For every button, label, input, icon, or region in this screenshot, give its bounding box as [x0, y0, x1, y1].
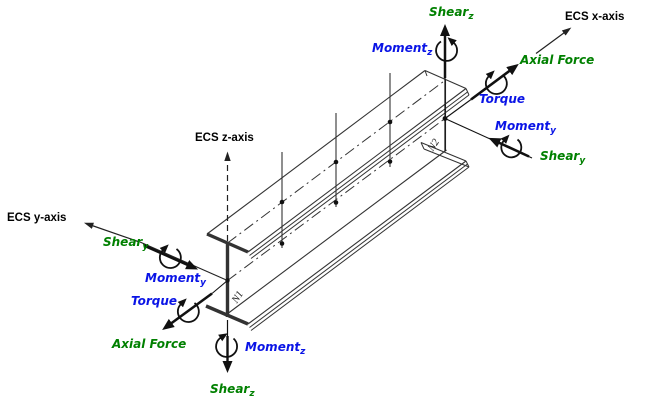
label-text: Shear — [103, 235, 143, 249]
n2-axial-guide — [444, 99, 472, 119]
label-subscript: z — [468, 12, 474, 22]
n2-torque-label: Torque — [479, 92, 526, 106]
label-text: Shear — [540, 149, 580, 163]
ecs-y-axis-label: ECS y-axis — [7, 212, 67, 224]
n2-torque-arc — [484, 70, 508, 95]
ecs-z-axis-label: ECS z-axis — [195, 132, 254, 144]
label-subscript: y — [550, 126, 556, 136]
top-flange — [206, 69, 470, 259]
n2-force-arrows — [435, 24, 533, 159]
n1-moment-z-arc — [215, 333, 238, 358]
n2-moment-y-arc — [500, 134, 523, 159]
label-text: Moment — [372, 41, 428, 55]
ecs-x-axis-label: ECS x-axis — [565, 11, 625, 23]
ecs-x-axis-arrow — [535, 27, 572, 54]
bottom-flange — [205, 141, 470, 331]
label-text: Shear — [429, 5, 469, 19]
label-subscript: z — [300, 347, 306, 357]
n2-moment-z-label: Momentz — [372, 42, 432, 58]
label-subscript: y — [579, 156, 586, 166]
n1-shear-z-label: Shearz — [210, 383, 255, 399]
n1-moment-z-label: Momentz — [245, 341, 305, 357]
ecs-y-axis-arrow — [83, 222, 139, 243]
n2-axial-force-label: Axial Force — [520, 53, 595, 67]
label-text: Moment — [495, 119, 551, 133]
n1-shear-y-label: Sheary — [103, 236, 148, 252]
n1-force-arrows — [143, 244, 238, 373]
label-text: Moment — [145, 271, 201, 285]
label-subscript: y — [142, 242, 149, 252]
y-axis-guide-line — [139, 241, 228, 282]
n2-shear-y-label: Sheary — [540, 150, 585, 166]
n1-torque-label: Torque — [131, 294, 178, 308]
i-beam — [205, 69, 470, 331]
label-subscript: y — [200, 278, 206, 288]
label-subscript: z — [427, 48, 433, 58]
n1-axial-force-label: Axial Force — [112, 337, 187, 351]
n1-axial-force-arrow — [162, 292, 213, 330]
ecs-axes — [83, 27, 572, 282]
n2-moment-z-arc — [435, 37, 458, 62]
n1-torque-arc — [176, 298, 200, 323]
n1-axial-guide — [211, 280, 228, 294]
n2-shear-z-label: Shearz — [429, 6, 474, 22]
n1-moment-y-label: Momenty — [145, 272, 206, 288]
n2-moment-y-label: Momenty — [495, 120, 556, 136]
label-text: Moment — [245, 340, 301, 354]
n2-shear-y-arrow — [488, 137, 530, 158]
label-subscript: z — [249, 389, 255, 399]
label-text: Shear — [210, 382, 250, 396]
n1-moment-y-arc — [158, 244, 182, 269]
